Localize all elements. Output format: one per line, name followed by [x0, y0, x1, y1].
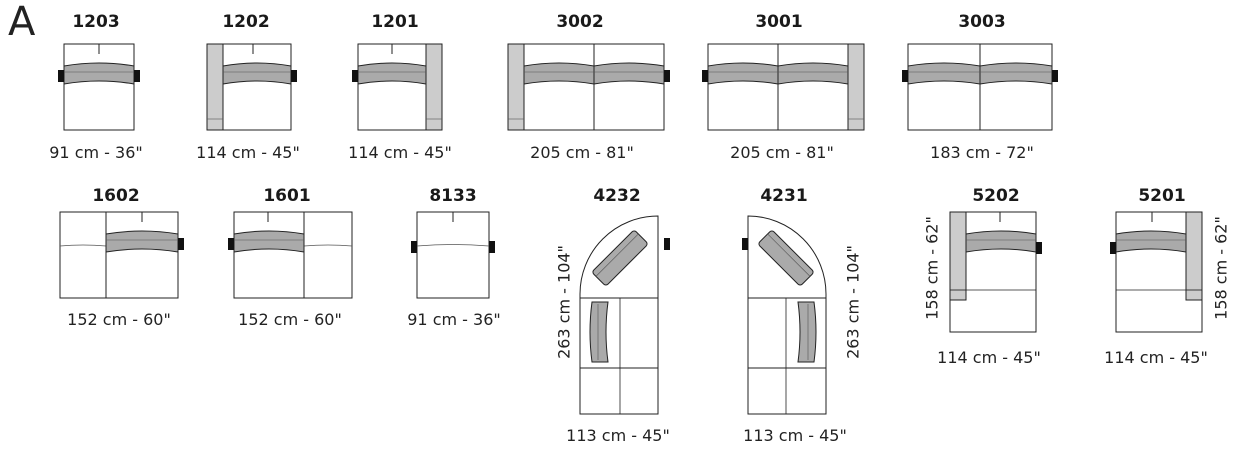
module-width-1602: 152 cm - 60" [67, 310, 171, 329]
module-width-4232: 113 cm - 45" [566, 426, 670, 445]
module-depth-4231: 263 cm - 104" [843, 245, 863, 359]
module-1202-plan [206, 43, 297, 131]
module-4232-plan [579, 215, 670, 415]
module-width-3002: 205 cm - 81" [530, 143, 634, 162]
module-8133-plan [411, 211, 495, 299]
module-width-4231: 113 cm - 45" [743, 426, 847, 445]
module-code-3002: 3002 [556, 12, 604, 32]
module-3001-plan [702, 43, 865, 131]
module-4231-plan [742, 215, 827, 415]
section-letter: A [8, 0, 36, 45]
module-code-4232: 4232 [593, 186, 641, 206]
module-3003-plan [902, 43, 1058, 131]
module-code-1602: 1602 [92, 186, 140, 206]
module-depth-4232: 263 cm - 104" [554, 245, 574, 359]
module-1602-plan [59, 211, 184, 299]
module-width-1203: 91 cm - 36" [49, 143, 143, 162]
module-code-4231: 4231 [760, 186, 808, 206]
module-width-3003: 183 cm - 72" [930, 143, 1034, 162]
module-code-1601: 1601 [263, 186, 311, 206]
module-depth-5201: 158 cm - 62" [1211, 216, 1231, 320]
module-width-1601: 152 cm - 60" [238, 310, 342, 329]
module-width-8133: 91 cm - 36" [407, 310, 501, 329]
module-1601-plan [228, 211, 353, 299]
module-code-1201: 1201 [371, 12, 419, 32]
module-width-5201: 114 cm - 45" [1104, 348, 1208, 367]
module-width-3001: 205 cm - 81" [730, 143, 834, 162]
module-code-5201: 5201 [1138, 186, 1186, 206]
module-code-1202: 1202 [222, 12, 270, 32]
module-code-3001: 3001 [755, 12, 803, 32]
module-5201-plan [1110, 211, 1203, 333]
module-code-3003: 3003 [958, 12, 1006, 32]
module-code-1203: 1203 [72, 12, 120, 32]
module-depth-5202: 158 cm - 62" [922, 216, 942, 320]
module-1203-plan [58, 43, 140, 131]
module-width-1202: 114 cm - 45" [196, 143, 300, 162]
module-width-1201: 114 cm - 45" [348, 143, 452, 162]
module-1201-plan [352, 43, 443, 131]
module-code-5202: 5202 [972, 186, 1020, 206]
module-5202-plan [949, 211, 1042, 333]
module-width-5202: 114 cm - 45" [937, 348, 1041, 367]
module-code-8133: 8133 [429, 186, 477, 206]
module-3002-plan [507, 43, 670, 131]
